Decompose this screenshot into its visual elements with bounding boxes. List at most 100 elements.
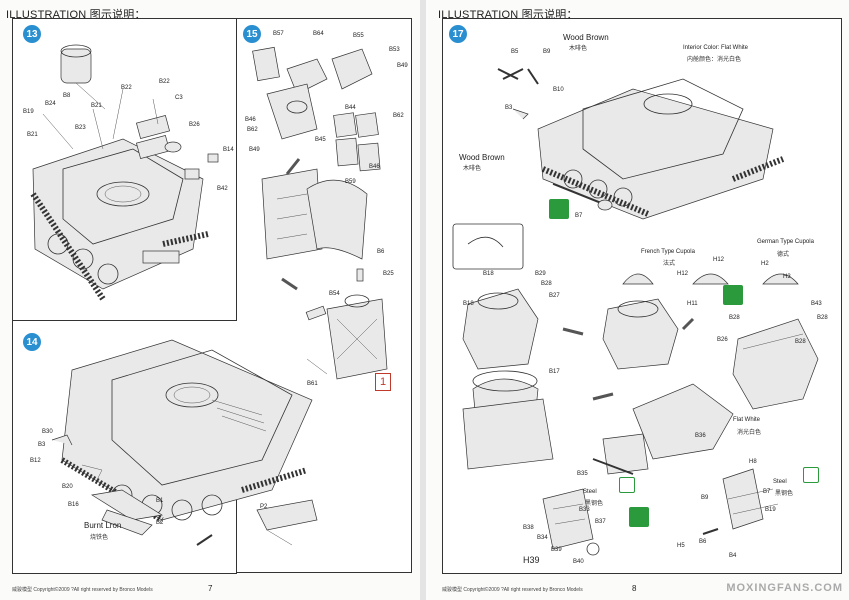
- wood-brown-cn: 木啡色: [569, 46, 588, 52]
- label: H12: [713, 257, 725, 263]
- label: B38: [523, 525, 534, 531]
- label: B3: [38, 442, 46, 448]
- label: B46: [245, 117, 256, 123]
- interior-color-label: Interior Color: Flat White: [683, 45, 749, 51]
- step-15-badge: 15: [243, 25, 261, 43]
- label: B35: [577, 471, 588, 477]
- label: B49: [397, 63, 408, 69]
- label: B6: [699, 539, 707, 545]
- steel-label: Steel: [583, 489, 597, 495]
- label: B44: [345, 105, 356, 111]
- watermark: MOXINGFANS.COM: [726, 582, 843, 594]
- label: H5: [677, 543, 685, 549]
- label: B39: [551, 547, 562, 553]
- label: B28: [729, 315, 740, 321]
- steel-label-2: Steel: [773, 479, 787, 485]
- book-spine: [420, 0, 426, 600]
- assembly-icon: [629, 507, 649, 527]
- left-copyright: 威骏模型 Copyright©2009 ?All right reserved …: [12, 587, 153, 593]
- step-17-drawing: [452, 68, 819, 556]
- label: H12: [677, 271, 689, 277]
- label: B62: [247, 127, 258, 133]
- label: B19: [765, 507, 776, 513]
- wood-brown-cn-2: 木啡色: [463, 166, 482, 172]
- flat-white-label: Flat White: [733, 417, 761, 423]
- label: B16: [68, 502, 79, 508]
- burnt-iron-cn: 烧铁色: [90, 535, 109, 541]
- label: H8: [749, 459, 757, 465]
- assembly-icon: [723, 285, 743, 305]
- label: B7: [575, 213, 583, 219]
- step-13-badge: 13: [23, 25, 41, 43]
- step-17-panel: 17: [442, 18, 842, 574]
- step-13-drawing: [30, 44, 219, 301]
- label: C3: [175, 95, 183, 101]
- right-page-number: 8: [632, 584, 637, 593]
- right-copyright: 威骏模型 Copyright©2009 ?All right reserved …: [442, 587, 583, 593]
- h39-label: H39: [523, 555, 540, 565]
- label: B9: [701, 495, 709, 501]
- step-14-badge: 14: [23, 333, 41, 351]
- label: B7: [763, 489, 771, 495]
- label: B5: [511, 49, 519, 55]
- label: B19: [23, 109, 34, 115]
- label: B33: [579, 507, 590, 513]
- label: B20: [62, 484, 73, 490]
- label: B17: [549, 369, 560, 375]
- label: B3: [505, 105, 513, 111]
- step-14-drawing: [51, 339, 318, 546]
- label: B4: [729, 553, 737, 559]
- label: B54: [329, 291, 340, 297]
- label: B2: [156, 520, 164, 526]
- label: B8: [63, 93, 71, 99]
- assembly-icon: [549, 199, 569, 219]
- label: B29: [535, 271, 546, 277]
- glue-icon: [803, 467, 819, 483]
- box-number: 1: [375, 373, 391, 391]
- label: B59: [345, 179, 356, 185]
- label: H3: [783, 274, 791, 280]
- label: B22: [159, 79, 170, 85]
- label: B26: [717, 337, 728, 343]
- label: B21: [91, 103, 102, 109]
- label: B10: [553, 87, 564, 93]
- steel-cn-2: 黑钢色: [775, 491, 794, 497]
- label: B43: [811, 301, 822, 307]
- german-cupola-cn: 德式: [777, 252, 790, 258]
- label: P2: [260, 504, 268, 510]
- label: B34: [537, 535, 548, 541]
- label: B9: [543, 49, 551, 55]
- label: B22: [121, 85, 132, 91]
- german-cupola-label: German Type Cupola: [757, 239, 814, 245]
- glue-icon: [619, 477, 635, 493]
- label: B28: [817, 315, 828, 321]
- label: B25: [383, 271, 394, 277]
- label: B28: [795, 339, 806, 345]
- label: B28: [541, 281, 552, 287]
- label: B46: [369, 164, 380, 170]
- steel-cn: 黑钢色: [585, 501, 604, 507]
- label: B14: [223, 147, 234, 153]
- label: H2: [761, 261, 769, 267]
- step-17-badge: 17: [449, 25, 467, 43]
- label: B1: [156, 498, 164, 504]
- flat-white-cn: 消光白色: [737, 430, 762, 436]
- label: B21: [27, 132, 38, 138]
- label: B53: [389, 47, 400, 53]
- label: B45: [315, 137, 326, 143]
- label: B6: [377, 249, 385, 255]
- wood-brown-label-2: Wood Brown: [459, 153, 505, 162]
- step-15-drawing: [252, 46, 388, 380]
- label: B26: [189, 122, 200, 128]
- label: B40: [573, 559, 584, 565]
- label: B27: [549, 293, 560, 299]
- label: B55: [353, 33, 364, 39]
- label: B23: [75, 125, 86, 131]
- left-page: ILLUSTRATION 图示说明： 13: [0, 0, 420, 600]
- label: B57: [273, 31, 284, 37]
- right-page: ILLUSTRATION 图示说明： 17: [426, 0, 849, 600]
- label: B42: [217, 186, 228, 192]
- left-page-number: 7: [208, 584, 213, 593]
- step-15-panel: 15 B57 B64 B55 B53: [236, 18, 412, 404]
- step-13-panel: 13: [12, 18, 238, 322]
